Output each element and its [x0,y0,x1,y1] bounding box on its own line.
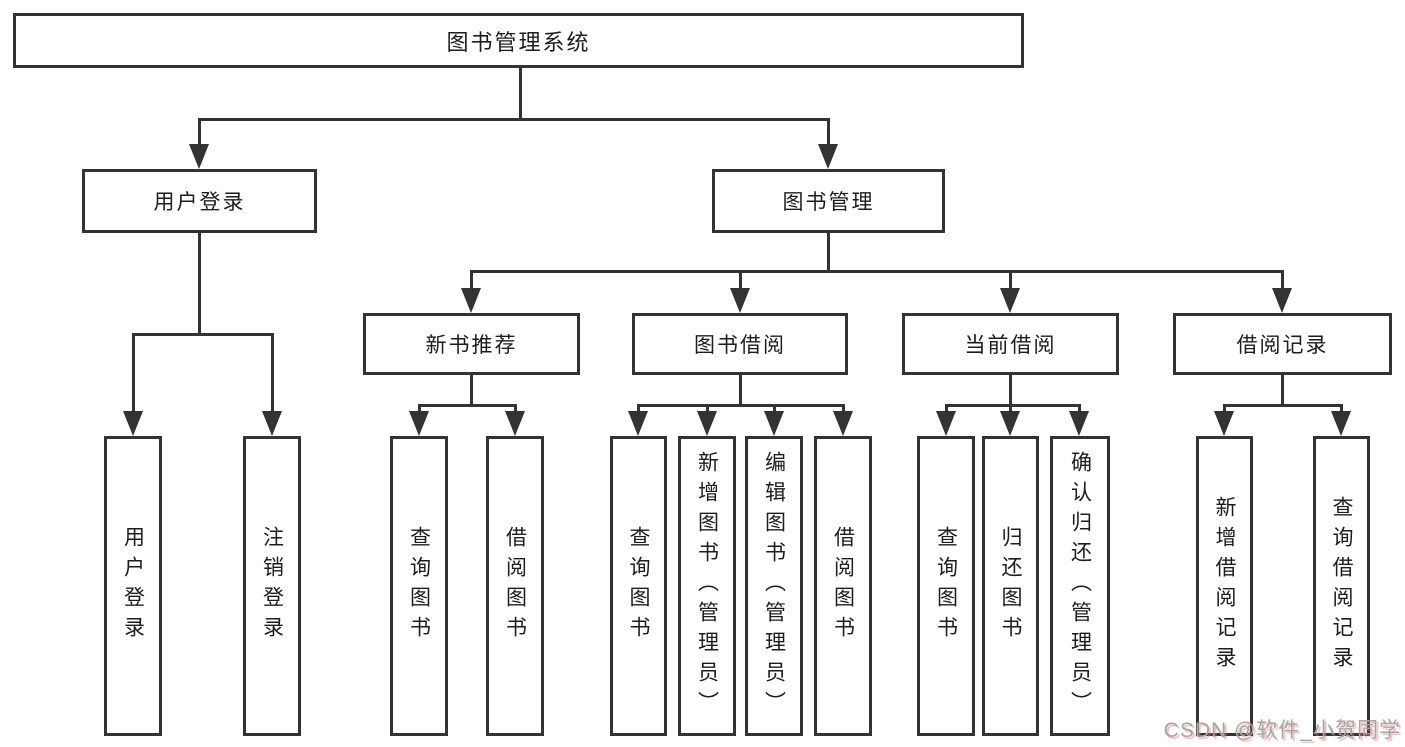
connector [1281,373,1284,406]
connector [1009,373,1012,406]
connector [470,373,473,406]
watermark: CSDN @软件_小贺同学 [1163,719,1401,742]
connector [418,404,421,416]
node-new-book-recommend-label: 新书推荐 [425,334,518,357]
arrowhead [461,288,481,313]
arrowhead [628,411,648,436]
leaf-user-login: 用户登录 [104,436,162,736]
leaf-query-books-current: 查询图书 [917,436,975,736]
node-new-book-recommend: 新书推荐 [363,313,580,375]
connector [637,404,640,416]
connector [519,66,522,121]
arrowhead [764,411,784,436]
connector [773,404,776,416]
arrowhead [818,144,838,169]
connector [827,231,830,273]
leaf-return-books: 归还图书 [982,436,1039,736]
connector [514,404,517,416]
connector [1009,270,1012,292]
leaf-query-borrow-record: 查询借阅记录 [1313,436,1370,736]
node-current-borrow: 当前借阅 [902,313,1119,375]
connector [418,404,517,407]
connector [198,231,201,335]
arrowhead [1000,288,1020,313]
arrowhead [730,288,750,313]
connector [739,270,742,292]
node-user-login-label: 用户登录 [153,191,246,214]
node-root: 图书管理系统 [13,13,1024,68]
connector [637,404,845,407]
connector [198,118,830,121]
leaf-logout-login: 注销登录 [243,436,301,736]
leaf-edit-books-admin: 编辑图书（管理员） [745,436,803,736]
node-root-label: 图书管理系统 [446,29,591,55]
connector [198,118,201,150]
node-book-borrow: 图书借阅 [632,313,848,375]
connector [132,333,135,415]
arrowhead [1331,411,1351,436]
connector [1078,404,1081,416]
connector [470,270,1283,273]
leaf-borrow-books: 借阅图书 [814,436,872,736]
arrowhead [936,411,956,436]
arrowhead [1000,411,1020,436]
leaf-confirm-return-admin: 确认归还（管理员） [1050,436,1110,736]
connector [945,404,1081,407]
arrowhead [697,411,717,436]
leaf-borrow-books-recommend: 借阅图书 [486,436,544,736]
node-book-management: 图书管理 [712,169,945,233]
arrowhead [1069,411,1089,436]
leaf-add-books-admin: 新增图书（管理员） [678,436,736,736]
node-book-management-label: 图书管理 [782,191,875,214]
node-book-borrow-label: 图书借阅 [694,334,786,357]
arrowhead [189,144,209,169]
connector [1281,270,1284,292]
leaf-add-borrow-record: 新增借阅记录 [1196,436,1253,736]
connector [706,404,709,416]
connector [945,404,948,416]
connector [470,270,473,292]
node-borrow-records: 借阅记录 [1173,313,1392,375]
arrowhead [262,411,282,436]
arrowhead [1214,411,1234,436]
connector [1340,404,1343,416]
arrowhead [123,411,143,436]
node-borrow-records-label: 借阅记录 [1236,334,1329,357]
connector [842,404,845,416]
arrowhead [1272,288,1292,313]
arrowhead [409,411,429,436]
node-user-login: 用户登录 [82,169,317,233]
node-current-borrow-label: 当前借阅 [964,334,1057,357]
connector [271,333,274,415]
connector [132,333,274,336]
connector [739,373,742,406]
connector [1009,404,1012,416]
arrowhead [505,411,525,436]
arrowhead [833,411,853,436]
connector [827,118,830,150]
leaf-query-books-borrow: 查询图书 [610,436,667,736]
connector [1223,404,1226,416]
leaf-query-books-recommend: 查询图书 [390,436,448,736]
connector [1223,404,1343,407]
